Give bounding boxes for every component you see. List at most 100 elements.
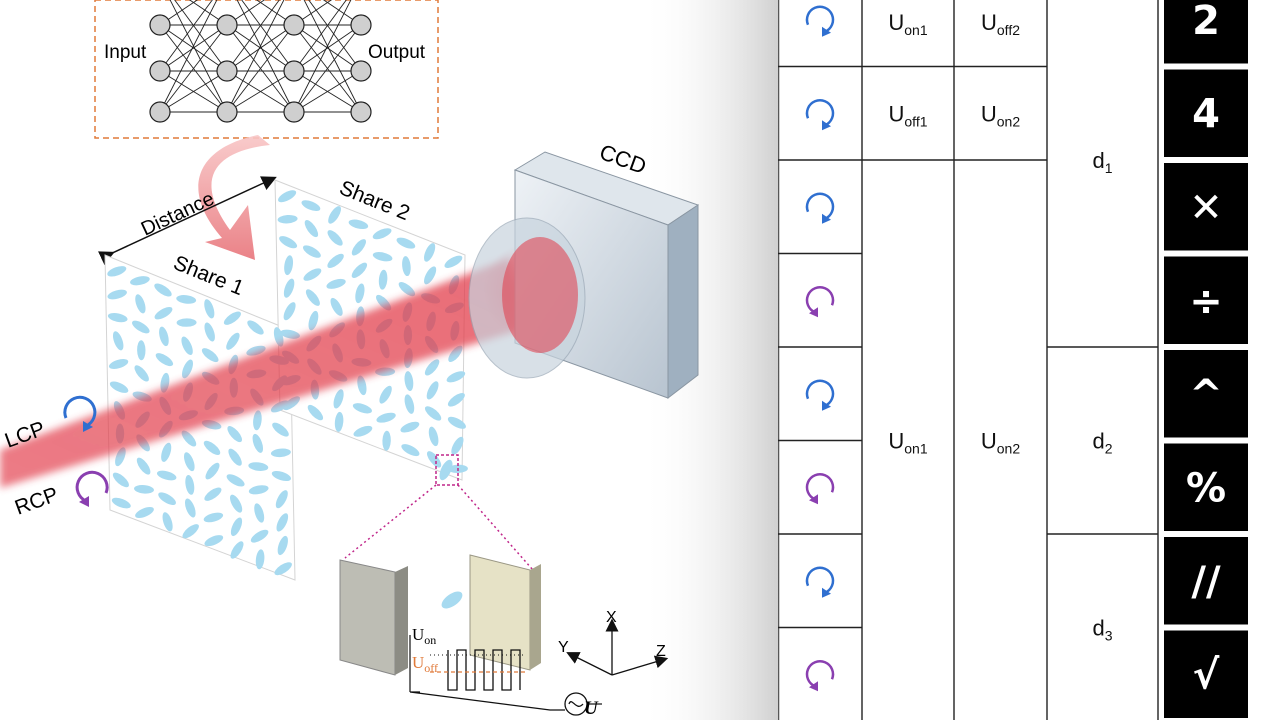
lc-molecule: [424, 406, 442, 421]
zoom-box: [435, 454, 459, 486]
lc-molecule: [427, 451, 442, 468]
voltage-cell: Uon1: [888, 429, 927, 457]
operator-tile: [1164, 537, 1248, 625]
lc-molecule: [283, 302, 296, 321]
lc-molecule: [352, 403, 372, 414]
lc-molecule: [253, 410, 262, 431]
lc-molecule: [132, 320, 150, 334]
operation-table: Uon1Uoff1Uon1Uoff2Uon2Uon2d1d2d324✕÷^%//…: [778, 0, 1248, 720]
network-edge: [255, 0, 295, 26]
u-source-label: U: [584, 698, 599, 719]
lc-molecule: [398, 282, 416, 297]
network-edge: [226, 70, 295, 113]
ac-wave-icon: [568, 701, 584, 707]
lc-molecule: [351, 262, 368, 278]
lc-molecule: [348, 219, 369, 230]
lc-molecule: [204, 535, 224, 547]
operator-tile: [1164, 350, 1248, 438]
u-off-label: Uoff: [412, 653, 438, 675]
lc-molecule: [327, 253, 344, 268]
network-box: [94, 0, 439, 139]
lc-molecule: [130, 276, 150, 286]
operator-symbol: ^: [1189, 372, 1223, 418]
lc-molecule: [447, 393, 465, 407]
lc-molecule: [181, 336, 193, 356]
distance-cell: d2: [1092, 429, 1112, 457]
lc-molecule: [334, 411, 344, 432]
lc-molecule: [396, 237, 416, 249]
lc-molecule: [424, 266, 437, 285]
axis-triad: [566, 618, 669, 676]
lc-molecule: [326, 278, 346, 289]
network-node: [283, 14, 305, 36]
operator-tile: [1164, 69, 1248, 157]
lc-molecule: [248, 485, 269, 495]
network-edge: [159, 0, 218, 113]
lc-molecule: [182, 524, 199, 539]
lcp-icon: [805, 192, 835, 224]
lc-molecule: [161, 442, 172, 462]
axis-y-label: Y: [558, 639, 569, 656]
network-edge: [293, 0, 333, 26]
lc-molecule: [372, 228, 392, 240]
lc-molecule: [404, 371, 414, 392]
table-cells: Uon1Uoff1Uon1Uoff2Uon2Uon2d1d2d324✕÷^%//…: [805, 0, 1248, 718]
lc-molecule: [404, 394, 415, 414]
lc-molecule: [227, 426, 242, 443]
lc-molecule: [328, 206, 341, 224]
lc-molecule: [228, 448, 242, 466]
network-edge: [159, 70, 228, 113]
lc-molecule: [254, 503, 265, 523]
lc-molecule: [176, 318, 197, 327]
lc-molecule: [283, 278, 295, 298]
network-edge: [226, 0, 280, 72]
voltage-cell: Uoff1: [889, 101, 928, 129]
network-edge: [293, 24, 362, 113]
network-node: [216, 60, 238, 82]
rcp-icon: [75, 470, 109, 507]
operator-symbol: 4: [1192, 91, 1220, 137]
lc-molecule: [279, 236, 298, 249]
network-edge: [226, 24, 295, 72]
lc-molecule: [185, 475, 195, 495]
lc-molecule: [271, 470, 291, 482]
lc-molecule: [304, 220, 319, 238]
network-node: [350, 14, 372, 36]
lc-molecule: [109, 381, 129, 393]
input-label: Input: [104, 42, 147, 63]
ccd-camera: [468, 151, 700, 400]
operator-symbol: ✕: [1189, 185, 1223, 231]
lc-cell: [339, 554, 541, 676]
network-node: [149, 60, 171, 82]
lc-molecule: [400, 421, 420, 433]
lc-molecule: [158, 492, 176, 505]
distance-arrow: [98, 176, 277, 265]
lc-molecule: [181, 430, 197, 447]
lc-molecule: [226, 332, 240, 350]
network-edge: [293, 24, 362, 72]
network-edge: [169, 0, 228, 113]
distance-cell: d1: [1092, 148, 1112, 176]
lc-molecule: [275, 490, 288, 509]
operator-symbol: √: [1193, 652, 1220, 698]
lc-molecule: [250, 529, 269, 543]
lc-molecule: [382, 430, 391, 451]
lc-molecule: [247, 320, 264, 335]
lc-molecule: [182, 359, 193, 379]
lc-molecule: [204, 299, 215, 319]
lc-molecule: [303, 268, 322, 281]
voltage-cell: Uon2: [981, 101, 1020, 129]
lc-molecule: [428, 426, 439, 447]
neural-network: [149, 0, 372, 123]
lc-molecule: [276, 513, 289, 532]
lcp-icon: [805, 379, 835, 411]
network-edge: [308, 0, 362, 72]
network-edge: [159, 0, 199, 26]
u-on-label: Uon: [412, 625, 436, 647]
lc-molecule: [203, 512, 224, 523]
lc-molecule: [107, 289, 127, 300]
lc-molecule: [184, 498, 196, 518]
lc-molecule: [351, 239, 366, 256]
lc-molecule: [159, 326, 169, 347]
lc-molecule: [274, 562, 292, 576]
